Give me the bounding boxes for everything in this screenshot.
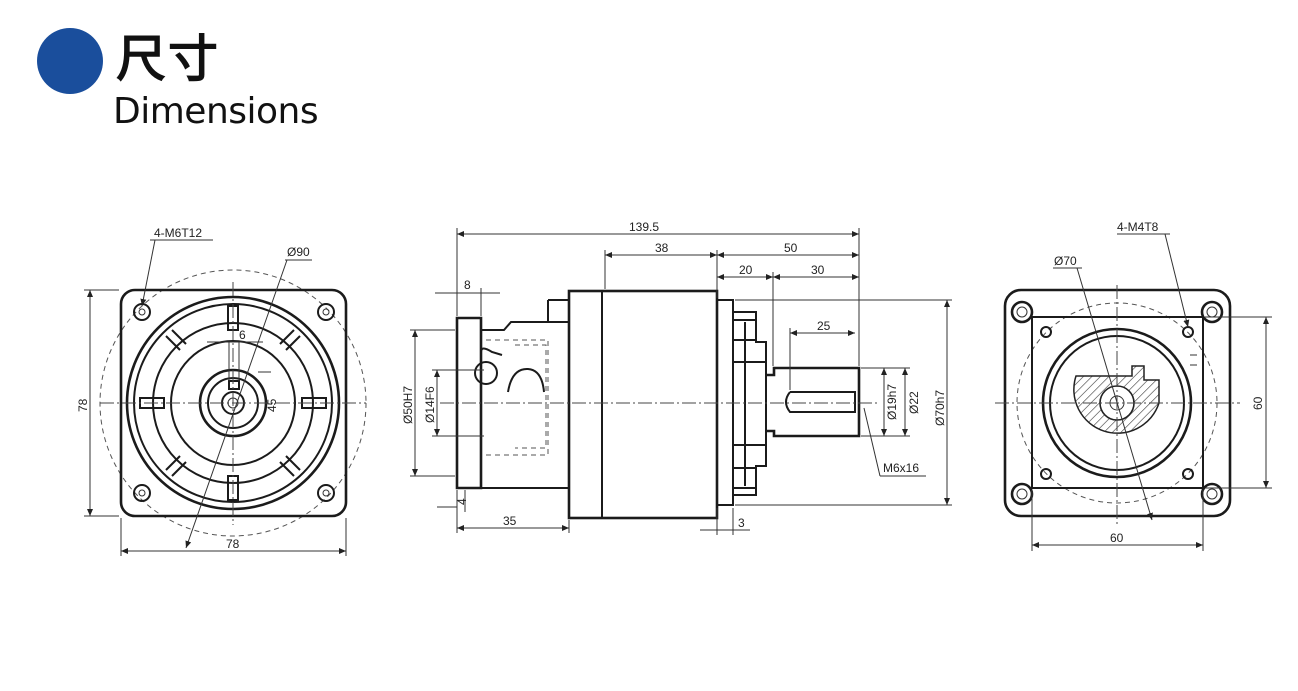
side-output-pilot: Ø70h7 — [933, 390, 947, 426]
side-shaft-offset: 30 — [811, 263, 825, 277]
front-height: 78 — [76, 398, 90, 412]
rear-width: 60 — [1110, 531, 1124, 545]
side-body-length: 38 — [655, 241, 669, 255]
side-view — [410, 228, 952, 535]
section-header: 尺寸 Dimensions — [0, 0, 420, 150]
front-width: 78 — [226, 537, 240, 551]
section-title-cn: 尺寸 — [116, 30, 220, 88]
side-tap-callout: M6x16 — [883, 461, 919, 475]
front-shaft-size: 45 — [265, 398, 279, 412]
side-input-pilot: Ø50H7 — [401, 386, 415, 424]
rear-circle-diameter: Ø70 — [1054, 254, 1077, 268]
side-input-bore: Ø14F6 — [423, 386, 437, 423]
front-corner-holes — [133, 303, 335, 502]
front-circle-diameter: Ø90 — [287, 245, 310, 259]
rear-height: 60 — [1251, 396, 1265, 410]
side-input-length: 35 — [503, 514, 517, 528]
side-neck-length: 20 — [739, 263, 753, 277]
side-flange-thickness: 8 — [464, 278, 471, 292]
rear-view — [995, 233, 1272, 551]
side-output-length: 50 — [784, 241, 798, 255]
section-title-en: Dimensions — [113, 91, 319, 132]
side-shoulder: 3 — [738, 516, 745, 530]
side-key-length: 25 — [817, 319, 831, 333]
side-overall-length: 139.5 — [629, 220, 659, 234]
side-output-shaft: Ø19h7 — [885, 384, 899, 420]
side-output-shoulder: Ø22 — [907, 391, 921, 414]
front-key-width: 6 — [239, 328, 246, 342]
rear-hole-callout: 4-M4T8 — [1117, 220, 1159, 234]
front-view — [84, 239, 367, 556]
side-input-spigot: 4 — [455, 498, 469, 505]
blue-dot-icon — [37, 28, 103, 94]
front-hole-callout: 4-M6T12 — [154, 226, 202, 240]
